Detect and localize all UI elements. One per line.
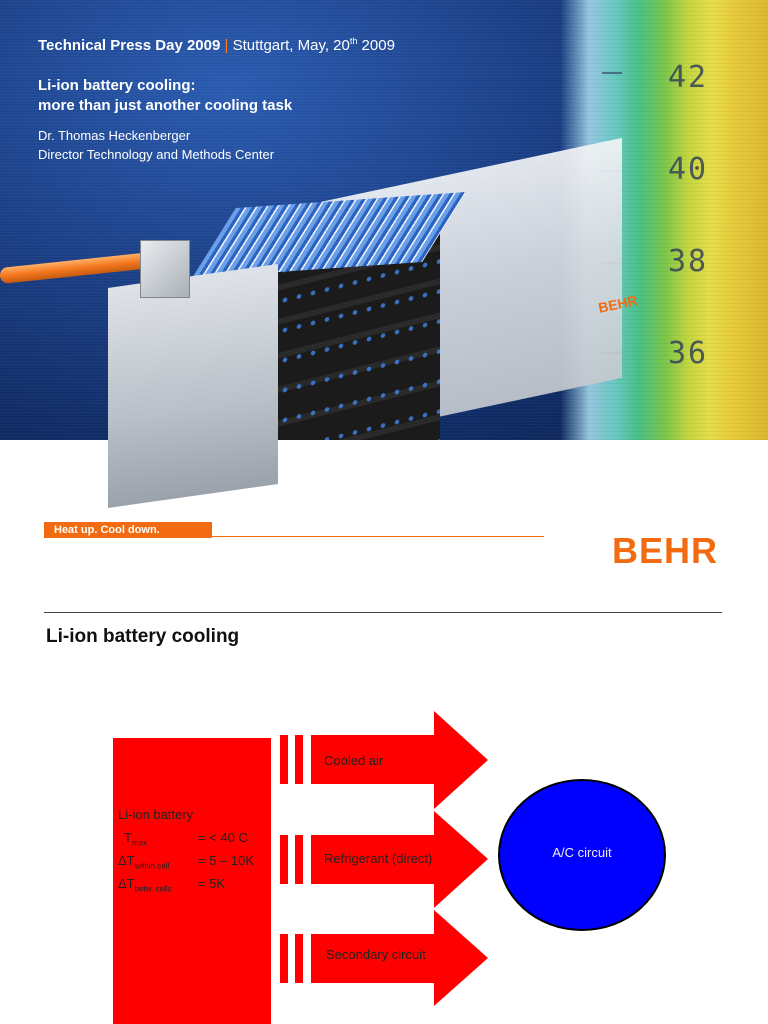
spacer-bar	[280, 934, 288, 983]
speaker: Dr. Thomas Heckenberger Director Technol…	[38, 126, 395, 164]
battery-box	[113, 738, 271, 1024]
tagline: Heat up. Cool down.	[54, 524, 160, 536]
slide-title: Li-ion battery cooling	[46, 626, 240, 647]
arrow-label: Secondary circuit	[326, 947, 426, 962]
behr-logo: BEHR	[612, 530, 719, 571]
separator: |	[224, 37, 229, 54]
spacer-bar	[280, 735, 288, 784]
arrow-label: Refrigerant (direct)	[324, 851, 433, 866]
speaker-role: Director Technology and Methods Center	[38, 147, 275, 162]
arrow-secondary-circuit	[311, 910, 488, 1006]
ac-circuit-node	[498, 779, 666, 931]
arrow-cooled-air	[311, 711, 488, 809]
tagline-bar	[44, 522, 212, 538]
spacer-bar	[295, 835, 303, 884]
spacer-bar	[295, 735, 303, 784]
arrow-refrigerant	[311, 811, 488, 908]
scale-label: 38	[668, 244, 709, 279]
battery-label: Li-ion battery	[118, 807, 194, 822]
spec-row: ΔTwithin cell = 5 – 10K	[118, 853, 255, 871]
talk-title: Li-ion battery cooling: more than just a…	[38, 77, 293, 114]
scale-label: 42	[668, 60, 709, 95]
tagline-line	[212, 536, 544, 537]
press-line: Technical Press Day 2009 | Stuttgart, Ma…	[38, 36, 395, 54]
battery-specs: Li-ion battery Tmax = < 40 C ΔTwithin ce…	[118, 803, 255, 895]
spec-row: ΔTbetw. cells = 5K	[118, 876, 226, 894]
connector-plug	[140, 240, 190, 298]
title-block: Technical Press Day 2009 | Stuttgart, Ma…	[38, 36, 395, 164]
hero-banner: 42 40 38 36 Technical Press Day 2009 | S…	[0, 0, 768, 440]
event-location: Stuttgart, May, 20th 2009	[232, 36, 395, 54]
arrow-label: Cooled air	[324, 753, 384, 768]
scale-label: 36	[668, 336, 709, 371]
spec-row: Tmax = < 40 C	[124, 830, 248, 848]
spacer-bar	[295, 934, 303, 983]
ac-circuit-label: A/C circuit	[552, 845, 612, 860]
speaker-name: Dr. Thomas Heckenberger	[38, 128, 191, 143]
scale-label: 40	[668, 152, 709, 187]
event-name: Technical Press Day 2009	[38, 37, 221, 54]
divider	[44, 612, 722, 613]
scale-tick	[602, 72, 622, 74]
spacer-bar	[280, 835, 288, 884]
